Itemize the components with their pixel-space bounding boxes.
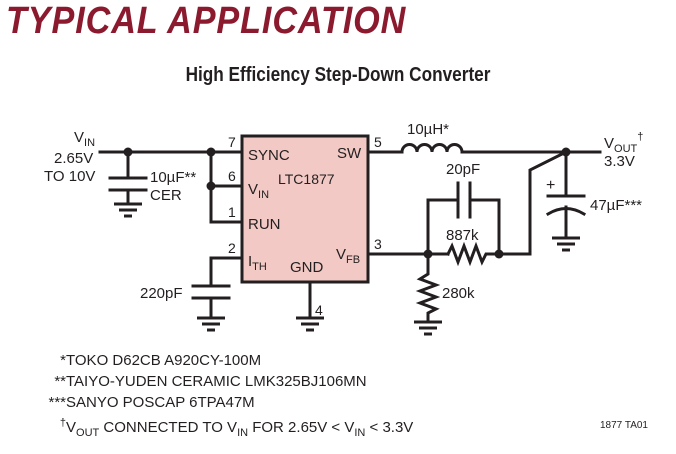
inductor-label: 10µH* (407, 121, 449, 138)
pin-label-vin: VIN (248, 181, 269, 201)
resistor-280k (415, 252, 441, 324)
cout-label: 47µF*** (590, 197, 642, 214)
ground-icon (114, 202, 142, 218)
pin-label-sync: SYNC (248, 147, 290, 164)
cff-label: 20pF (446, 161, 480, 178)
component-notes: *TOKO D62CB A920CY-100M **TAIYO-YUDEN CE… (40, 350, 414, 439)
note-line: **TAIYO-YUDEN CERAMIC LMK325BJ106MN (54, 373, 367, 390)
pin-label-run: RUN (248, 216, 281, 233)
cin-label: 10µF** (150, 169, 196, 186)
ground-icon (414, 320, 442, 336)
pin-number: 4 (315, 302, 323, 318)
cith-capacitor (191, 256, 244, 320)
vout-feedback-wire (497, 149, 569, 256)
vin-label: VIN (74, 129, 95, 149)
resistor-887k (445, 241, 501, 267)
diagram-title: High Efficiency Step-Down Converter (185, 64, 491, 86)
r1-label: 887k (446, 227, 479, 244)
drawing-code: 1877 TA01 (599, 420, 648, 431)
note-line: †VOUT CONNECTED TO VIN FOR 2.65V < VIN <… (59, 417, 414, 439)
cout-polarity: + (546, 177, 555, 194)
note-line: ***SANYO POSCAP 6TPA47M (48, 394, 255, 411)
vin-range-label: 2.65V (54, 150, 93, 167)
ground-icon (197, 316, 225, 332)
pin-number: 5 (374, 134, 382, 150)
ground-icon (552, 236, 580, 252)
pin-label-ith: ITH (248, 253, 267, 273)
pin-label-sw: SW (337, 145, 362, 162)
pin-number: 3 (374, 236, 382, 252)
vin-run-wire (209, 150, 244, 224)
cout-wire (546, 150, 586, 198)
pin-number: 2 (228, 240, 236, 256)
pin-label-gnd: GND (290, 259, 324, 276)
pin-number: 1 (228, 204, 236, 220)
vin-range-label: TO 10V (44, 168, 95, 185)
cin-type-label: CER (150, 187, 182, 204)
junction-dot (206, 181, 216, 191)
ic-name: LTC1877 (278, 171, 335, 187)
vout-label: VOUT† (604, 131, 643, 155)
pin-label-vfb: VFB (336, 246, 360, 266)
cff-capacitor (426, 181, 501, 256)
r2-label: 280k (442, 285, 475, 302)
section-heading: TYPICAL APPLICATION (6, 0, 407, 42)
inductor (400, 143, 464, 154)
cith-label: 220pF (140, 285, 183, 302)
ic-body (240, 134, 370, 284)
note-line: *TOKO D62CB A920CY-100M (60, 352, 262, 369)
pin-number: 7 (228, 134, 236, 150)
vout-value-label: 3.3V (604, 153, 635, 170)
ground-icon (296, 316, 324, 332)
cin-capacitor (108, 150, 148, 206)
pin-number: 6 (228, 168, 236, 184)
